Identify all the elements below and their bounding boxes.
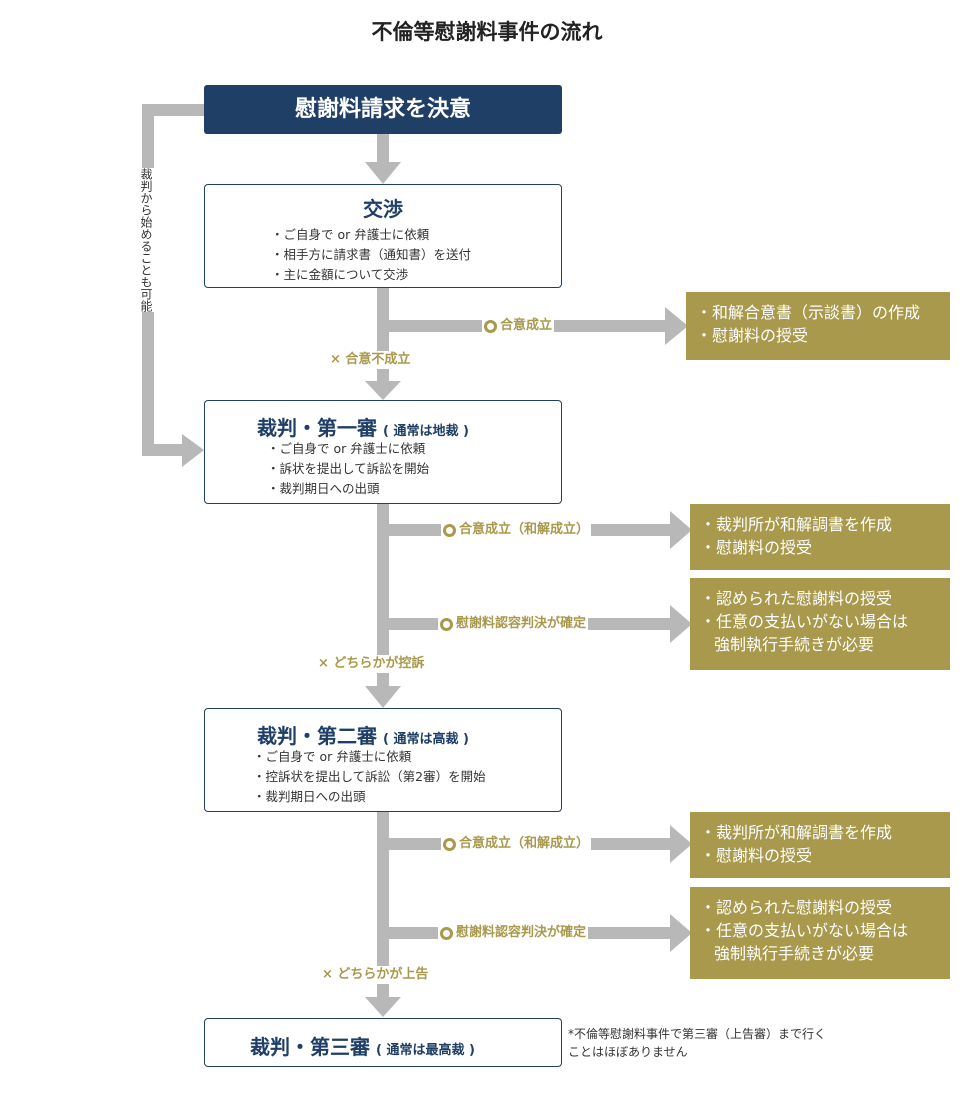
side-path-top <box>142 104 204 116</box>
result-item: 任意の支払いがない場合は <box>700 919 940 942</box>
arrow-head-second-trial <box>365 686 401 708</box>
circle-icon <box>443 838 456 851</box>
bullet-item: 裁判期日への出頭 <box>253 787 486 807</box>
first-settle-result-box: 裁判所が和解調書を作成 慰謝料の授受 <box>690 504 950 570</box>
result-item: 認められた慰謝料の授受 <box>700 587 940 610</box>
negotiation-fail-label: × 合意不成立 <box>328 351 413 369</box>
arrowhead-first-judgment <box>670 605 692 643</box>
bullet-item: 主に金額について交渉 <box>271 265 471 285</box>
side-note: 裁判から始めることも可能 <box>137 168 155 312</box>
side-path-arrowhead <box>182 434 204 467</box>
bullet-item: 裁判期日への出頭 <box>267 479 429 499</box>
arrowhead-negotiation-success <box>665 307 688 345</box>
third-trial-box: 裁判・第三審( 通常は最高裁 ) <box>204 1018 562 1067</box>
arrow-shaft-negotiation <box>377 288 389 384</box>
arrowhead-first-settle <box>670 511 692 549</box>
second-settle-result-box: 裁判所が和解調書を作成 慰謝料の授受 <box>690 812 950 878</box>
second-trial-box: 裁判・第二審( 通常は高裁 ) ご自身で or 弁護士に依頼 控訴状を提出して訴… <box>204 708 562 812</box>
first-settle-label: 合意成立（和解成立） <box>441 521 592 539</box>
second-trial-title: 裁判・第二審( 通常は高裁 ) <box>257 724 469 748</box>
first-trial-box: 裁判・第一審( 通常は地裁 ) ご自身で or 弁護士に依頼 訴状を提出して訴訟… <box>204 400 562 504</box>
second-trial-bullets: ご自身で or 弁護士に依頼 控訴状を提出して訴訟（第2審）を開始 裁判期日への… <box>253 747 486 807</box>
arrow-head-start <box>365 162 401 184</box>
third-trial-subtitle: ( 通常は最高裁 ) <box>376 1043 475 1058</box>
first-trial-title: 裁判・第一審( 通常は地裁 ) <box>257 416 469 440</box>
bullet-item: ご自身で or 弁護士に依頼 <box>271 225 471 245</box>
bullet-item: ご自身で or 弁護士に依頼 <box>253 747 486 767</box>
negotiation-result-box: 和解合意書（示談書）の作成 慰謝料の授受 <box>686 292 950 360</box>
first-trial-subtitle: ( 通常は地裁 ) <box>383 424 469 439</box>
result-item: 認められた慰謝料の授受 <box>700 896 940 919</box>
arrow-head-first-trial <box>365 381 401 400</box>
bullet-item: 訴状を提出して訴訟を開始 <box>267 459 430 479</box>
bullet-item: 相手方に請求書（通知書）を送付 <box>271 245 472 265</box>
arrow-head-third-trial <box>365 997 401 1017</box>
first-trial-bullets: ご自身で or 弁護士に依頼 訴状を提出して訴訟を開始 裁判期日への出頭 <box>267 439 430 499</box>
first-judgment-label: 慰謝料認容判決が確定 <box>438 615 589 633</box>
result-item-continued: 強制執行手続きが必要 <box>714 635 875 654</box>
arrow-shaft-first-trial <box>377 504 389 688</box>
circle-icon <box>484 320 497 333</box>
bullet-item: ご自身で or 弁護士に依頼 <box>267 439 429 459</box>
negotiation-box: 交渉 ご自身で or 弁護士に依頼 相手方に請求書（通知書）を送付 主に金額につ… <box>204 184 562 288</box>
arrowhead-second-settle <box>670 825 692 863</box>
result-item: 任意の支払いがない場合は <box>700 610 940 633</box>
page-title: 不倫等慰謝料事件の流れ <box>371 20 603 44</box>
result-item: 裁判所が和解調書を作成 <box>700 513 940 536</box>
negotiation-bullets: ご自身で or 弁護士に依頼 相手方に請求書（通知書）を送付 主に金額について交… <box>271 225 472 285</box>
circle-icon <box>443 524 456 537</box>
third-trial-note: *不倫等慰謝料事件で第三審（上告審）まで行く ことはほぼありません <box>568 1027 827 1059</box>
result-item: 慰謝料の授受 <box>696 324 940 347</box>
circle-icon <box>440 618 453 631</box>
result-item: 慰謝料の授受 <box>700 844 940 867</box>
arrow-shaft-start <box>377 134 389 164</box>
first-judgment-result-box: 認められた慰謝料の授受 任意の支払いがない場合は 強制執行手続きが必要 <box>690 578 950 670</box>
second-appeal-label: × どちらかが上告 <box>320 966 431 984</box>
bullet-item: 控訴状を提出して訴訟（第2審）を開始 <box>253 767 486 787</box>
negotiation-success-label: 合意成立 <box>482 317 555 335</box>
result-item: 裁判所が和解調書を作成 <box>700 821 940 844</box>
start-box: 慰謝料請求を決意 <box>204 85 562 134</box>
result-item: 慰謝料の授受 <box>700 536 940 559</box>
circle-icon <box>440 927 453 940</box>
second-judgment-result-box: 認められた慰謝料の授受 任意の支払いがない場合は 強制執行手続きが必要 <box>690 887 950 979</box>
second-judgment-label: 慰謝料認容判決が確定 <box>438 924 589 942</box>
negotiation-title: 交渉 <box>363 197 403 221</box>
arrowhead-second-judgment <box>670 914 692 952</box>
arrow-shaft-second-trial <box>377 812 389 1000</box>
result-item-continued: 強制執行手続きが必要 <box>714 944 875 963</box>
third-trial-title: 裁判・第三審( 通常は最高裁 ) <box>250 1035 475 1059</box>
second-trial-subtitle: ( 通常は高裁 ) <box>383 732 469 747</box>
result-item: 和解合意書（示談書）の作成 <box>696 301 940 324</box>
side-path-bottom <box>142 444 186 456</box>
second-settle-label: 合意成立（和解成立） <box>441 835 592 853</box>
first-appeal-label: × どちらかが控訴 <box>316 655 427 673</box>
